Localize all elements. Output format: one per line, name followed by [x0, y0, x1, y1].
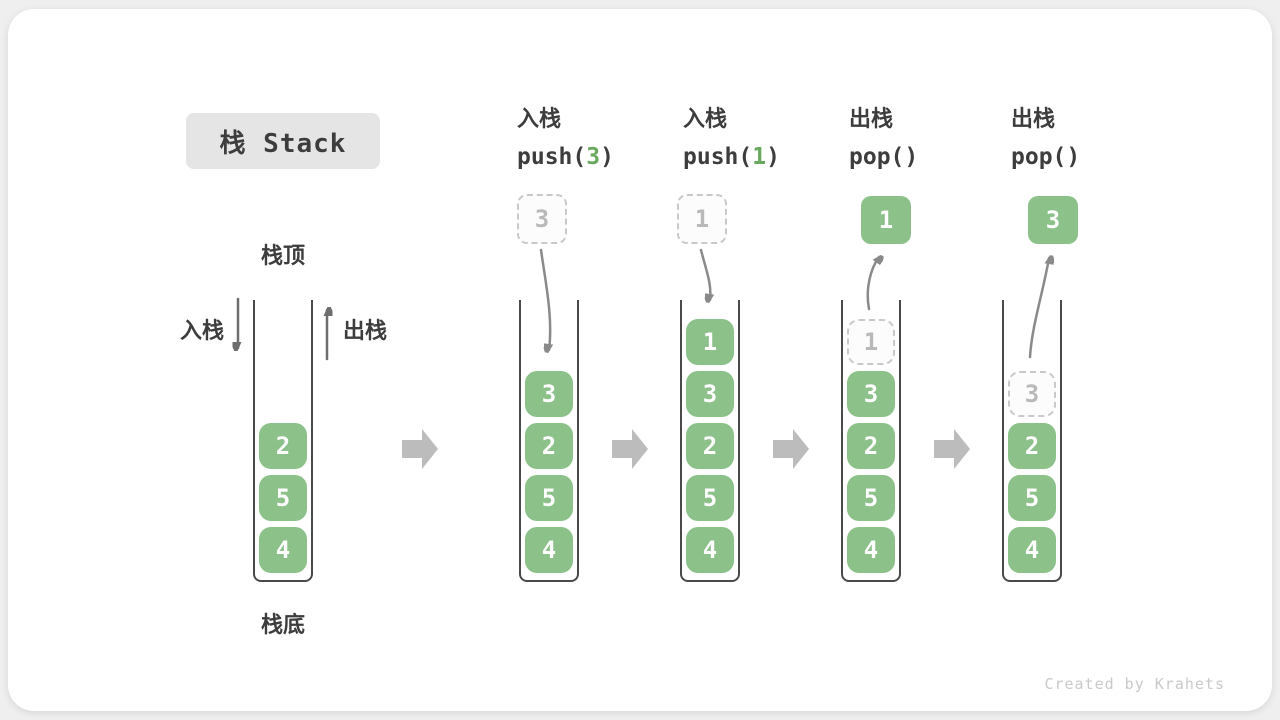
stack-container-1: 2 5 4	[253, 300, 313, 582]
flow-arrow-icon	[402, 429, 438, 469]
op-label-push-1: 入栈 push(1)	[683, 105, 780, 172]
op-code: pop()	[849, 142, 918, 172]
op-code: push(1)	[683, 142, 780, 172]
watermark: Created by Krahets	[1044, 675, 1225, 693]
op-code: pop()	[1011, 142, 1080, 172]
stack-container-4: 1 3 2 5 4	[841, 300, 901, 582]
code-suffix: )	[600, 144, 614, 170]
code-prefix: push(	[517, 144, 587, 170]
op-label-pop-1: 出栈 pop()	[849, 105, 918, 172]
stack-cell: 4	[847, 527, 895, 573]
op-name: 入栈	[683, 107, 728, 132]
code-suffix: )	[904, 144, 919, 170]
op-name: 入栈	[517, 107, 562, 132]
stack-cell: 2	[259, 423, 307, 469]
flow-arrow-icon	[934, 429, 970, 469]
op-label-push-3: 入栈 push(3)	[517, 105, 614, 172]
op-code: push(3)	[517, 142, 614, 172]
stack-cell: 5	[525, 475, 573, 521]
op-label-pop-2: 出栈 pop()	[1011, 105, 1080, 172]
push-curve-arrow-icon	[699, 248, 710, 300]
incoming-value-box: 1	[677, 194, 727, 244]
stack-cell: 4	[525, 527, 573, 573]
stack-cell: 4	[259, 527, 307, 573]
code-arg: 3	[586, 144, 601, 170]
code-prefix: pop(	[1011, 144, 1067, 170]
stack-cell: 4	[686, 527, 734, 573]
code-suffix: )	[766, 144, 780, 170]
stack-bottom-label: 栈底	[260, 613, 305, 638]
code-suffix: )	[1066, 144, 1081, 170]
stack-cell: 2	[525, 423, 573, 469]
stack-cell: 3	[525, 371, 573, 417]
stack-cell: 1	[686, 319, 734, 365]
stack-container-3: 1 3 2 5 4	[680, 300, 740, 582]
code-prefix: push(	[683, 144, 753, 170]
stack-cell: 5	[686, 475, 734, 521]
incoming-value-box: 3	[517, 194, 567, 244]
code-arg: 1	[752, 144, 767, 170]
stack-cell: 4	[1008, 527, 1056, 573]
stack-top-label: 栈顶	[260, 244, 305, 269]
stack-cell: 3	[686, 371, 734, 417]
stack-container-2: 3 2 5 4	[519, 300, 579, 582]
op-name: 出栈	[1011, 107, 1056, 132]
stack-cell: 5	[1008, 475, 1056, 521]
stack-cell: 2	[847, 423, 895, 469]
code-prefix: pop(	[849, 144, 905, 170]
title-badge: 栈 Stack	[186, 113, 380, 169]
push-side-label: 入栈	[180, 319, 225, 344]
stack-cell: 2	[686, 423, 734, 469]
flow-arrow-icon	[773, 429, 809, 469]
pop-side-label: 出栈	[343, 319, 388, 344]
outgoing-value-box: 3	[1028, 196, 1078, 244]
op-name: 出栈	[849, 107, 894, 132]
flow-arrow-icon	[612, 429, 648, 469]
stack-container-5: 3 2 5 4	[1002, 300, 1062, 582]
stack-cell: 2	[1008, 423, 1056, 469]
ghost-cell: 3	[1008, 371, 1056, 417]
stack-cell: 5	[847, 475, 895, 521]
ghost-cell: 1	[847, 319, 895, 365]
stack-cell: 5	[259, 475, 307, 521]
outgoing-value-box: 1	[861, 196, 911, 244]
stack-cell: 3	[847, 371, 895, 417]
